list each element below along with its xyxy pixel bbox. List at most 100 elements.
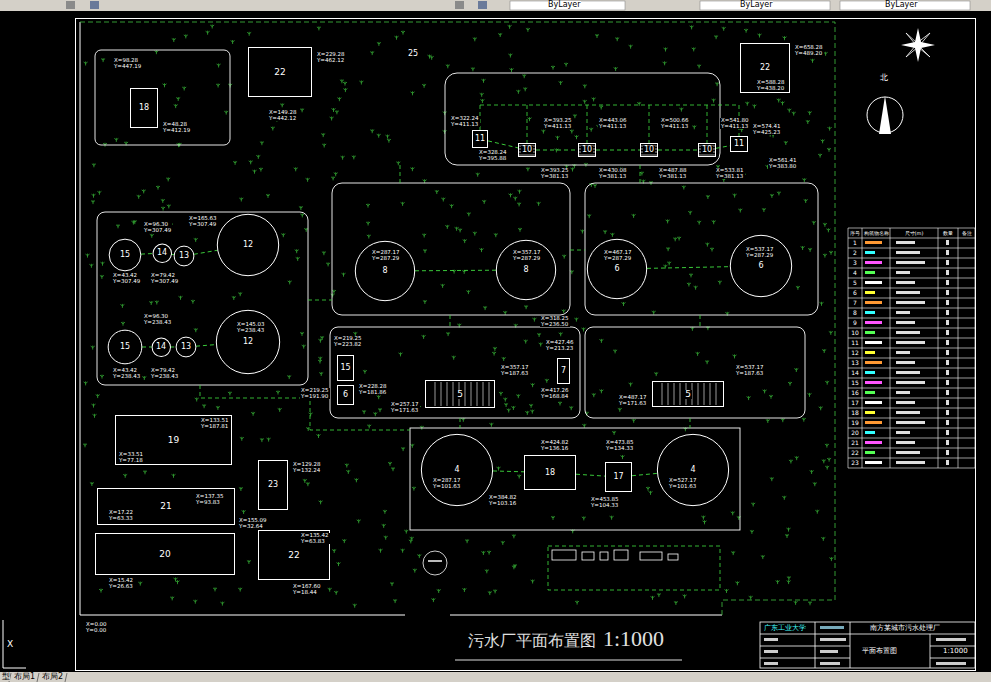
tree-symbol [249, 160, 253, 164]
area-outline [97, 212, 308, 385]
tree-symbol [176, 580, 180, 584]
structure-number: 8 [522, 266, 529, 274]
tree-symbol [92, 163, 96, 167]
tank-circle: 14 [152, 338, 171, 357]
tree-symbol [337, 562, 341, 566]
table-rule [848, 468, 975, 469]
tank-outline [217, 214, 278, 275]
tree-symbol [501, 541, 505, 545]
tree-symbol [370, 51, 374, 55]
tree-symbol [508, 25, 512, 29]
tree-symbol [777, 191, 781, 195]
tree-symbol [93, 414, 97, 418]
tree-symbol [383, 510, 387, 514]
structure-box: 11 [472, 130, 488, 148]
tree-symbol [787, 580, 791, 584]
tree-symbol [216, 84, 220, 88]
tree-symbol [687, 283, 691, 287]
table-entry-mark [946, 330, 949, 335]
tree-symbol [300, 332, 304, 336]
table-entry-mark [896, 351, 910, 354]
table-entry-mark [865, 291, 875, 294]
tree-symbol [377, 395, 381, 399]
tree-symbol [518, 228, 522, 232]
tree-symbol [100, 375, 104, 379]
tree-symbol [738, 209, 742, 213]
structure-number: 11 [474, 135, 486, 143]
area-label: 北 [880, 74, 888, 82]
tree-symbol [247, 32, 251, 36]
coordinate-label: X=165.63 Y=307.49 [188, 216, 218, 227]
table-entry-mark [865, 391, 875, 394]
tree-symbol [481, 551, 485, 555]
tree-symbol [712, 220, 716, 224]
tree-symbol [280, 103, 284, 107]
title-block [764, 650, 778, 653]
tree-symbol [89, 264, 93, 268]
tree-symbol [701, 516, 705, 520]
title-block [820, 662, 840, 665]
coordinate-label: X=135.42 Y=63.83 [300, 533, 330, 544]
tree-symbol [161, 207, 165, 211]
tree-symbol [682, 186, 686, 190]
table-rule [848, 288, 975, 289]
coordinate-label: X=393.25 Y=381.13 [540, 168, 570, 179]
minor-structure [582, 552, 594, 560]
tree-symbol [404, 530, 408, 534]
tree-symbol [240, 437, 244, 441]
tree-symbol [260, 438, 264, 442]
table-cell: 18 [851, 410, 859, 416]
table-entry-mark [946, 240, 949, 245]
pipe-connector [493, 470, 524, 472]
tree-symbol [526, 167, 530, 171]
tree-symbol [629, 45, 633, 49]
coordinate-label: X=318.25 Y=236.50 [540, 316, 570, 327]
tree-symbol [510, 68, 514, 72]
table-rule [848, 298, 975, 299]
tree-symbol [467, 212, 471, 216]
table-entry-mark [896, 411, 920, 414]
tree-symbol [497, 467, 501, 471]
tank-circle: 6 [730, 235, 792, 297]
title-underline [455, 660, 682, 661]
structure-box: 15 [337, 355, 354, 381]
table-cell: 序号 [850, 231, 860, 236]
table-entry-mark [946, 250, 949, 255]
tank-circle: 15 [108, 330, 142, 364]
tree-symbol [101, 262, 105, 266]
title-block [936, 662, 966, 665]
tree-symbol [820, 302, 824, 306]
coordinate-label: X=533.81 Y=381.13 [715, 168, 745, 179]
tree-symbol [649, 491, 653, 495]
tree-symbol [410, 444, 414, 448]
table-entry-mark [865, 441, 882, 444]
tree-symbol [239, 487, 243, 491]
table-entry-mark [896, 461, 925, 464]
coordinate-label: X=443.06 Y=411.13 [598, 118, 628, 129]
tree-symbol [84, 381, 88, 385]
tree-symbol [595, 34, 599, 38]
structure-detail [447, 382, 448, 406]
table-cell: 12 [851, 350, 859, 356]
tree-symbol [317, 26, 321, 30]
tree-symbol [525, 411, 529, 415]
tree-symbol [551, 516, 555, 520]
table-entry-mark [946, 280, 949, 285]
table-cell: 17 [851, 400, 859, 406]
title-block [936, 638, 966, 641]
table-entry-mark [865, 461, 882, 464]
table-entry-mark [865, 371, 875, 374]
tree-symbol [689, 273, 693, 277]
tree-symbol [184, 34, 188, 38]
table-entry-mark [865, 301, 882, 304]
tree-symbol [149, 301, 153, 305]
table-cell: 数量 [943, 231, 953, 236]
table-cell: 4 [853, 270, 857, 276]
table-entry-mark [946, 430, 949, 435]
coordinate-label: X=561.41 Y=383.80 [768, 158, 798, 169]
tree-symbol [806, 120, 810, 124]
tree-symbol [705, 360, 709, 364]
coordinate-label: X=393.25 Y=411.13 [543, 118, 573, 129]
tank-outline [216, 310, 279, 373]
structure-box: 17 [605, 462, 632, 492]
